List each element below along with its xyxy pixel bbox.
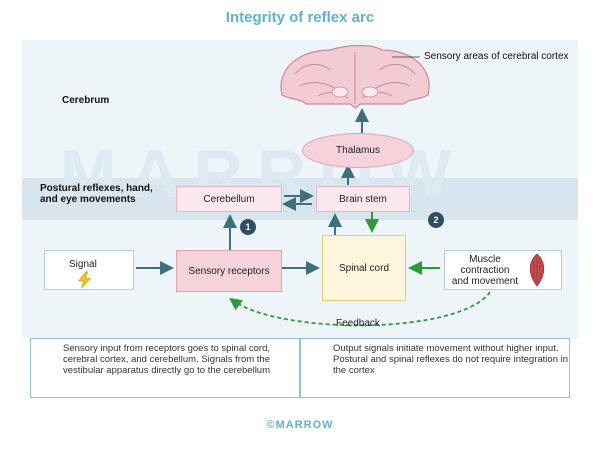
cortex-label: Sensory areas of cerebral cortex bbox=[424, 51, 569, 62]
cerebrum-label: Cerebrum bbox=[62, 95, 110, 106]
step-one-badge: 1 bbox=[240, 219, 256, 235]
footer-logo: ©MARROW bbox=[266, 419, 334, 431]
thalamus-node: Thalamus bbox=[302, 133, 414, 168]
arrow-feedback bbox=[229, 291, 491, 327]
postural-label: Postural reflexes, hand, and eye movemen… bbox=[40, 183, 153, 205]
caption-right: Output signals initiate movement without… bbox=[300, 338, 570, 398]
receptors-node: Sensory receptors bbox=[176, 250, 282, 292]
feedback-label: Feedback bbox=[336, 318, 380, 329]
muscle-node: Muscle contraction and movement bbox=[444, 250, 562, 290]
signal-node: Signal bbox=[44, 250, 134, 290]
muscle-icon bbox=[529, 253, 545, 287]
diagram-title: Integrity of reflex arc bbox=[225, 9, 375, 26]
brain-icon bbox=[280, 44, 430, 109]
spinal-cord-node: Spinal cord bbox=[322, 235, 406, 301]
signal-label: Signal bbox=[69, 259, 97, 270]
lightning-icon bbox=[77, 271, 92, 289]
step-two-badge: 2 bbox=[428, 212, 444, 228]
brainstem-node: Brain stem bbox=[316, 186, 410, 212]
caption-left: Sensory input from receptors goes to spi… bbox=[30, 338, 300, 398]
cerebellum-node: Cerebellum bbox=[176, 186, 282, 212]
muscle-label: Muscle contraction and movement bbox=[451, 253, 519, 287]
